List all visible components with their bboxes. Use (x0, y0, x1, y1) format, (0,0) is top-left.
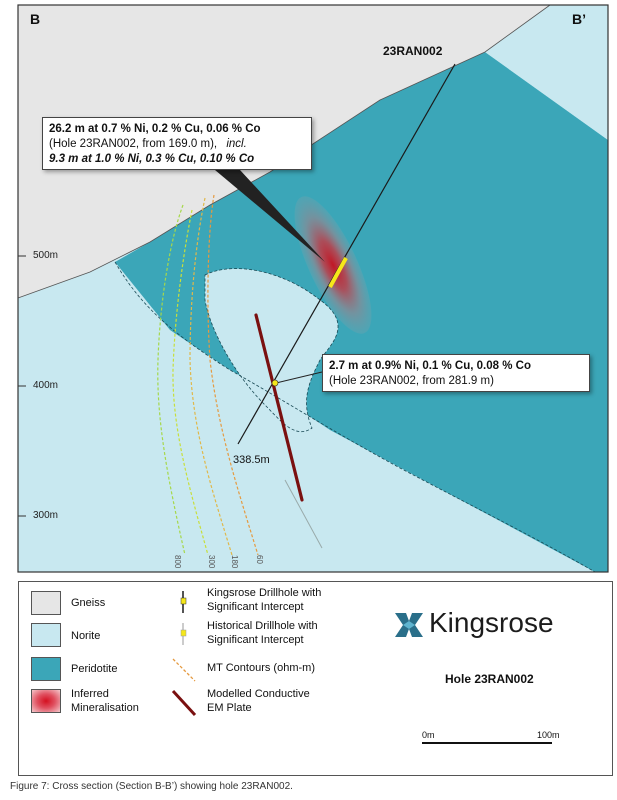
figure-caption: Figure 7: Cross section (Section B-B’) s… (10, 781, 293, 792)
upper-intercept (328, 257, 348, 288)
norite-upper-right (485, 5, 608, 140)
logo-text: Kingsrose (429, 607, 554, 638)
legend-gneiss-swatch (31, 591, 61, 615)
contour-label-180: 180 (230, 555, 239, 569)
faint-trace-line (284, 479, 323, 549)
legend-norite-swatch (31, 623, 61, 647)
mt-contours (157, 194, 259, 556)
mt-contour-180 (189, 197, 233, 556)
mt-contour-60 (207, 194, 259, 556)
legend-panel: Gneiss Norite Peridotite Inferred Minera… (18, 581, 613, 776)
mt-contour-800 (157, 204, 186, 556)
scale-bar (422, 742, 552, 744)
legend-kingsrose-drillhole-label-2: Significant Intercept (207, 601, 304, 613)
peridotite-lower-contact (114, 261, 596, 573)
legend-mineralisation-swatch (31, 689, 61, 713)
cross-section: B B’ 23RAN002 500m 400m 300m 338.5m 800 … (17, 4, 609, 573)
legend-mineralisation-label-2: Mineralisation (71, 702, 139, 714)
legend-em-plate-label-1: Modelled Conductive (207, 688, 310, 700)
hole-title: Hole 23RAN002 (445, 672, 534, 686)
legend-gneiss-label: Gneiss (71, 597, 106, 609)
depth-label: 338.5m (233, 454, 270, 466)
scale-end-label: 100m (537, 730, 560, 740)
legend-em-plate-icon (171, 689, 197, 717)
hole-label: 23RAN002 (383, 44, 443, 58)
legend-mt-contour-icon (172, 658, 196, 682)
upper-callout-line2: (Hole 23RAN002, from 169.0 m), incl. (49, 137, 305, 152)
kingsrose-logo-icon (395, 613, 423, 637)
upper-callout-incl: incl. (226, 138, 247, 150)
section-frame (17, 4, 609, 573)
upper-callout-line2a: (Hole 23RAN002, from 169.0 m), (49, 138, 218, 150)
lower-callout-line2: (Hole 23RAN002, from 281.9 m) (329, 375, 494, 387)
mt-contour-300 (172, 209, 209, 556)
legend-kingsrose-drillhole-label-1: Kingsrose Drillhole with (207, 587, 322, 599)
contour-label-800: 800 (173, 555, 182, 569)
lower-callout-line1: 2.7 m at 0.9% Ni, 0.1 % Cu, 0.08 % Co (329, 360, 531, 372)
contour-label-300: 300 (207, 555, 216, 569)
legend-norite-label: Norite (71, 630, 101, 642)
elevation-300: 300m (33, 510, 59, 521)
scale-start-label: 0m (422, 730, 435, 740)
upper-callout-line3: 9.3 m at 1.0 % Ni, 0.3 % Cu, 0.10 % Co (49, 153, 255, 165)
legend-mt-contours-label: MT Contours (ohm-m) (207, 662, 315, 674)
legend-historical-drillhole-label-1: Historical Drillhole with (207, 620, 318, 632)
legend-peridotite-swatch (31, 657, 61, 681)
em-plate (254, 313, 304, 502)
elevation-500: 500m (33, 250, 59, 261)
contour-label-60: 60 (255, 555, 264, 564)
lower-intercept (271, 379, 279, 387)
corner-label-right: B’ (572, 11, 586, 27)
legend-peridotite-label: Peridotite (71, 663, 118, 675)
legend-em-plate-label-2: EM Plate (207, 702, 252, 714)
legend-mineralisation-label-1: Inferred (71, 688, 109, 700)
upper-callout-pointer (215, 170, 325, 262)
lower-intercept-callout: 2.7 m at 0.9% Ni, 0.1 % Cu, 0.08 % Co (H… (322, 354, 590, 392)
legend-symbols (171, 591, 197, 717)
corner-label-left: B (30, 11, 41, 27)
elevation-400: 400m (33, 380, 59, 391)
lower-callout-pointer (275, 371, 323, 384)
legend-historical-drillhole-label-2: Significant Intercept (207, 634, 304, 646)
upper-intercept-callout: 26.2 m at 0.7 % Ni, 0.2 % Cu, 0.06 % Co … (42, 117, 312, 170)
cross-section-svg (17, 4, 609, 573)
upper-callout-line1: 26.2 m at 0.7 % Ni, 0.2 % Cu, 0.06 % Co (49, 123, 261, 135)
elevation-ticks (18, 255, 26, 517)
inferred-mineralisation (294, 196, 372, 334)
